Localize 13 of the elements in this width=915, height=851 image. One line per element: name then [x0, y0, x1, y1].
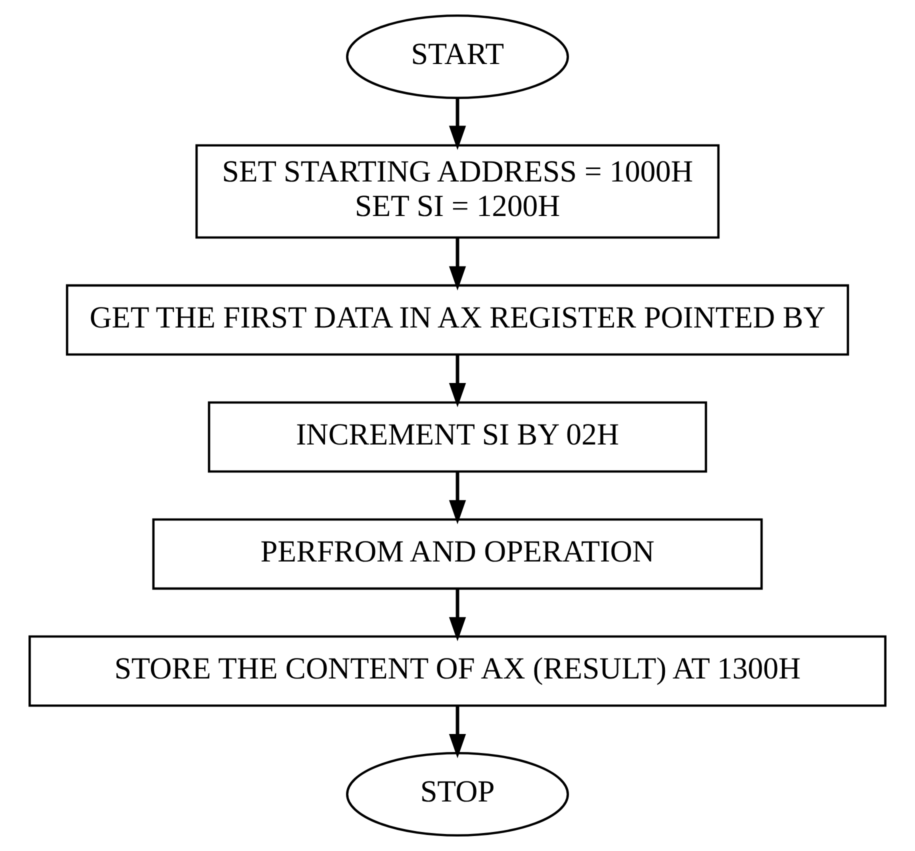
node-ellipse: START	[346, 14, 569, 99]
arrow	[449, 238, 466, 290]
node-ellipse: STOP	[346, 752, 569, 837]
arrow	[449, 472, 466, 524]
arrow	[449, 588, 466, 642]
arrow	[449, 354, 466, 408]
node-box: SET STARTING ADDRESS = 1000H SET SI = 1200H	[195, 144, 720, 239]
node-box: INCREMENT SI BY 02H	[208, 401, 708, 473]
arrow	[449, 98, 466, 150]
node-box: PERFROM AND OPERATION	[152, 518, 763, 590]
node-box: STORE THE CONTENT OF AX (RESULT) AT 1300H	[28, 635, 886, 707]
arrow	[449, 706, 466, 758]
node-box: GET THE FIRST DATA IN AX REGISTER POINTED BY	[66, 284, 850, 356]
